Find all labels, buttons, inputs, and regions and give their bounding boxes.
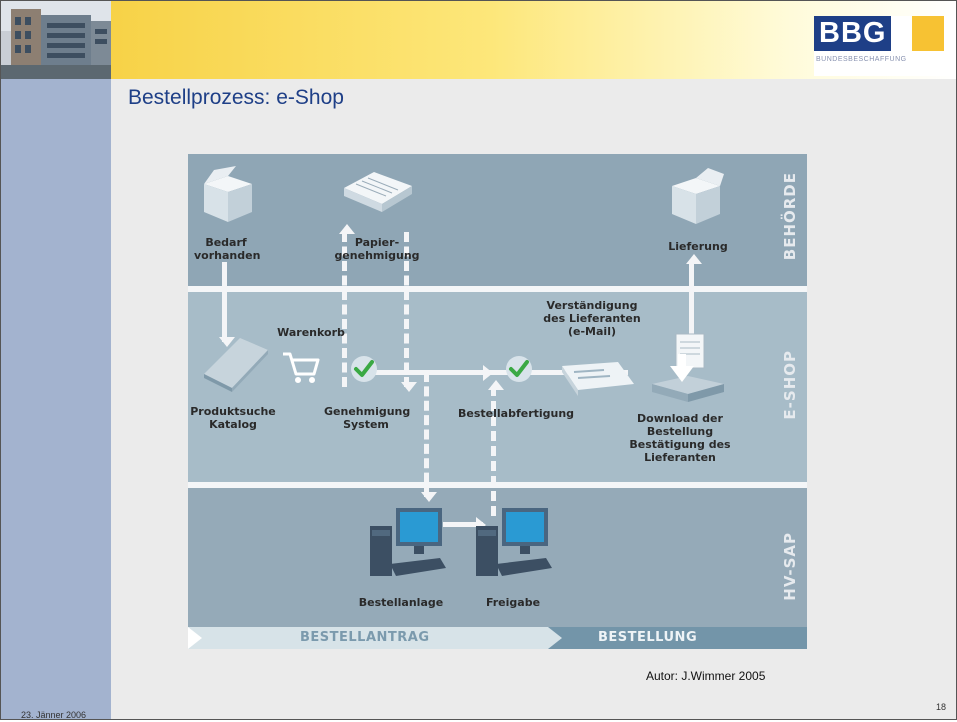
lane-separator-2	[188, 482, 807, 488]
catalog-book-icon	[204, 338, 268, 392]
lane-label-eshop: E-SHOP	[781, 350, 799, 420]
building-photo-image	[1, 1, 111, 79]
lane-label-hvsap: HV-SAP	[781, 532, 799, 601]
flow-line-to-sap	[424, 372, 434, 497]
slide-title: Bestellprozess: e-Shop	[128, 86, 344, 109]
label-produktsuche: Produktsuche Katalog	[190, 405, 276, 431]
email-envelope-icon	[562, 362, 634, 396]
phase-strip: BESTELLANTRAG BESTELLUNG	[188, 627, 807, 649]
flow-line-sap	[443, 522, 483, 527]
label-download: Download der Bestellung Bestätigung des …	[629, 412, 731, 464]
phase-strip-mid-chevron	[548, 627, 562, 649]
label-bestellanlage: Bestellanlage	[358, 596, 444, 609]
lane-label-behoerde: BEHÖRDE	[781, 172, 799, 261]
flow-arrow-main	[483, 365, 493, 381]
label-warenkorb: Warenkorb	[277, 326, 345, 339]
bbg-logo: BBG BUNDESBESCHAFFUNG	[814, 16, 954, 76]
lane-separator-1	[188, 286, 807, 292]
flow-arrow-to-sap	[421, 492, 437, 502]
flow-line-freigabe-up	[491, 386, 501, 516]
check-icon-genehmigung	[351, 356, 377, 382]
computer-icon-bestellanlage	[370, 508, 446, 576]
label-bedarf: Bedarf vorhanden	[194, 236, 261, 262]
flow-line-papier-down	[404, 232, 414, 387]
flow-arrow-freigabe-up	[488, 380, 504, 390]
label-papier: Papier- genehmigung	[334, 236, 420, 262]
building-photo	[1, 1, 111, 79]
logo-subtitle: BUNDESBESCHAFFUNG	[816, 56, 907, 63]
document-stack-icon	[344, 172, 412, 212]
label-verstaendigung: Verständigung des Lieferanten (e-Mail)	[543, 299, 641, 338]
left-sidebar-bar	[1, 1, 111, 719]
phase-bestellung: BESTELLUNG	[598, 630, 698, 645]
author-note: Autor: J.Wimmer 2005	[646, 669, 766, 683]
page-number: 18	[936, 702, 947, 712]
check-icon-bestellung	[506, 356, 532, 382]
flow-line-bedarf-down	[222, 262, 232, 342]
label-genehmigung: Genehmigung System	[324, 405, 411, 431]
computer-icon-freigabe	[476, 508, 552, 576]
logo-accent-block	[912, 16, 944, 51]
flow-line-papier-up	[342, 232, 352, 387]
shopping-cart-icon	[283, 352, 320, 383]
label-freigabe: Freigabe	[485, 596, 541, 609]
phase-strip-start-chevron	[188, 627, 202, 649]
flow-arrow-papier-up	[339, 224, 355, 234]
label-bestellabfertigung: Bestellabfertigung	[458, 407, 575, 420]
flow-line-lieferung-up	[689, 262, 699, 340]
flow-arrow-sap	[476, 517, 486, 533]
logo-text: BBG	[814, 16, 892, 51]
process-diagram: BEHÖRDE E-SHOP HV-SAP	[188, 154, 807, 649]
phase-bestellantrag: BESTELLANTRAG	[300, 630, 430, 645]
label-lieferung: Lieferung	[668, 240, 728, 253]
delivery-box-icon	[672, 168, 724, 224]
phase-bestellung-bar: BESTELLUNG	[548, 627, 807, 649]
flow-line-main	[358, 370, 628, 375]
flow-arrow-papier-down	[401, 382, 417, 392]
footer-date: 23. Jänner 2006	[21, 710, 87, 720]
box-icon	[204, 166, 252, 222]
flow-arrow-lieferung-up	[686, 254, 702, 264]
flow-arrow-bedarf	[219, 337, 235, 347]
download-tray-icon	[652, 333, 724, 402]
